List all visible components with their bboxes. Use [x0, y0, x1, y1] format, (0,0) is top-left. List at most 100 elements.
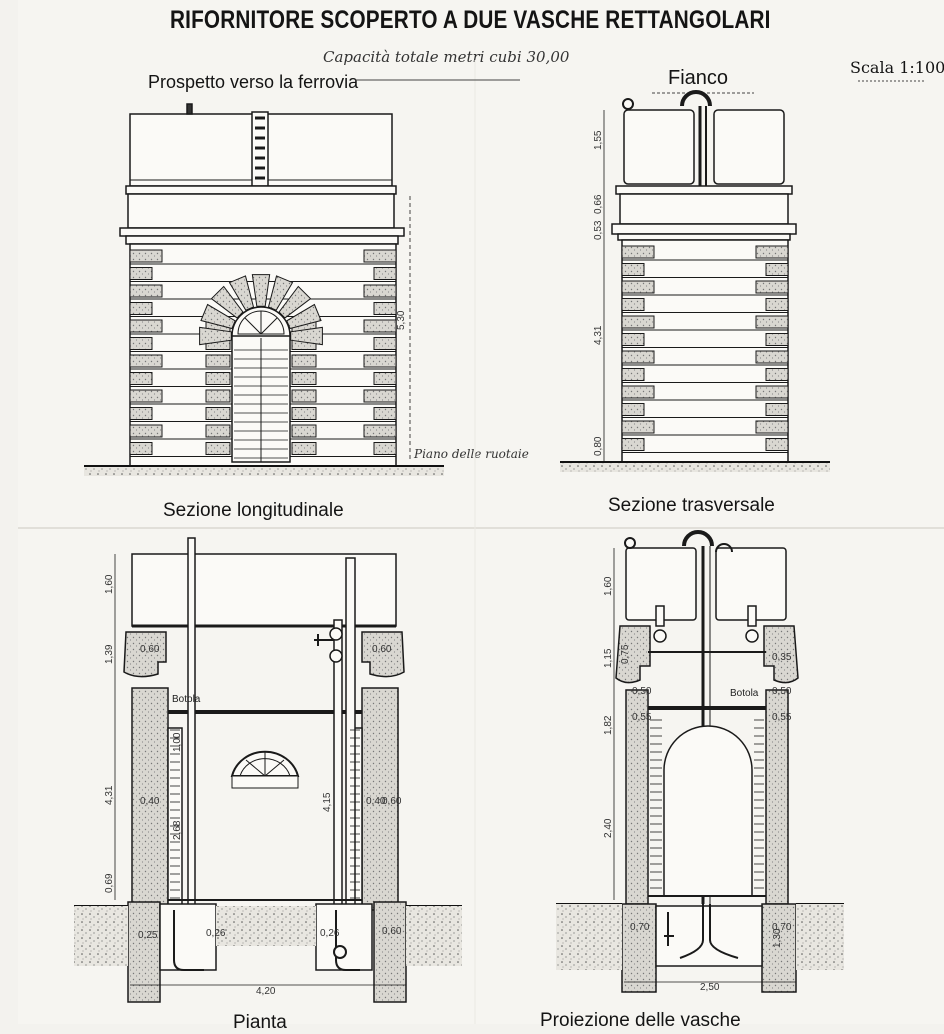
quoin-stone-left [621, 403, 645, 416]
quoin-stone-right [755, 245, 789, 259]
label-prospetto: Prospetto verso la ferrovia [148, 72, 359, 92]
quoin-stone-right [373, 442, 397, 455]
dim-long-inner: 2,68 [172, 820, 183, 840]
label-botola-trasv: Botola [730, 688, 759, 699]
quoin-stone-right [373, 407, 397, 420]
quoin-stone-right [363, 354, 397, 368]
label-sezione-longitudinale: Sezione longitudinale [163, 500, 344, 521]
quoin-stone-right [363, 424, 397, 438]
quoin-stone-right [755, 350, 789, 364]
dim-long-inner: 4,15 [322, 792, 333, 812]
dim-long-left: 1,39 [104, 644, 115, 664]
quoin-stone-right [363, 284, 397, 298]
dim-trasv-inner: 0,75 [620, 644, 631, 664]
dim-long-inner: 0,40 [366, 796, 386, 807]
dim-long-inner: 0,60 [382, 796, 402, 807]
dim-fianco: 1,55 [593, 130, 604, 150]
dim-prospetto-height: 5,30 [396, 310, 407, 330]
quoin-stone-right [373, 267, 397, 280]
quoin-stone-left [621, 420, 655, 434]
quoin-stone-left [129, 354, 163, 368]
quoin-stone-left [621, 385, 655, 399]
quoin-stone-left [621, 280, 655, 294]
quoin-stone-right [765, 368, 789, 381]
dim-long-inner: 1,00 [172, 732, 183, 752]
quoin-stone-right [755, 315, 789, 329]
quoin-stone-right [755, 280, 789, 294]
dim-trasv-left: 1,60 [603, 576, 614, 596]
quoin-stone-left [129, 249, 163, 263]
quoin-stone-left [621, 298, 645, 311]
dim-trasv-inner: 0,55 [632, 712, 652, 723]
dim-trasv-inner: 0,70 [772, 922, 792, 933]
dim-fianco: 4,31 [593, 325, 604, 345]
jamb-stone-right [291, 354, 317, 368]
dim-long-inner: 0,60 [140, 644, 160, 655]
ground-line-top-right [560, 461, 830, 472]
dim-trasv-left: 1,15 [603, 648, 614, 668]
quoin-stone-left [129, 407, 153, 420]
quoin-stone-left [129, 372, 153, 385]
quoin-stone-left [129, 424, 163, 438]
dim-long-left: 4,31 [104, 785, 115, 805]
quoin-stone-left [129, 302, 153, 315]
drawing-title: RIFORNITORE SCOPERTO A DUE VASCHE RETTAN… [170, 6, 771, 34]
quoin-stone-left [621, 350, 655, 364]
dim-fianco: 0,80 [593, 436, 604, 456]
dim-long-inner: 0,26 [206, 928, 226, 939]
dim-long-left: 1,60 [104, 574, 115, 594]
quoin-stone-right [755, 385, 789, 399]
dim-trasv-inner: 1,30 [772, 928, 783, 948]
dim-long-inner: 0,60 [372, 644, 392, 655]
quoin-stone-left [129, 442, 153, 455]
quoin-stone-right [765, 263, 789, 276]
quoin-stone-left [129, 337, 153, 350]
jamb-stone-right [291, 407, 317, 420]
quoin-stone-left [621, 438, 645, 451]
dim-long-inner: 0,26 [320, 928, 340, 939]
quoin-stone-left [621, 333, 645, 346]
quoin-stone-left [129, 284, 163, 298]
quoin-stone-left [129, 267, 153, 280]
dim-fianco: 0,53 [593, 220, 604, 240]
quoin-stone-left [621, 263, 645, 276]
prospetto-elevation: 5,30 [119, 103, 411, 467]
quoin-stone-right [373, 337, 397, 350]
jamb-stone-left [205, 424, 231, 438]
scale-label: Scala 1:100 [850, 58, 944, 77]
label-piano-ruotaie: Piano delle ruotaie [414, 447, 529, 461]
quoin-stone-right [765, 333, 789, 346]
sezione-trasversale [613, 530, 799, 993]
jamb-stone-right [291, 372, 317, 385]
quoin-stone-right [363, 249, 397, 263]
dim-trasv-inner: 0,50 [632, 686, 652, 697]
dim-trasv-inner: 0,35 [772, 652, 792, 663]
label-sezione-trasversale: Sezione trasversale [608, 495, 775, 516]
quoin-stone-right [765, 438, 789, 451]
dim-long-inner: 0,25 [138, 930, 158, 941]
label-fianco: Fianco [668, 67, 729, 89]
ground-line-top-left [84, 465, 444, 476]
dim-long-inner: 0,40 [140, 796, 160, 807]
dim-fianco: 0,66 [593, 194, 604, 214]
quoin-stone-right [363, 319, 397, 333]
jamb-stone-left [205, 407, 231, 420]
dim-trasv-left: 1,82 [603, 715, 614, 735]
jamb-stone-right [291, 389, 317, 403]
jamb-stone-left [205, 442, 231, 455]
jamb-stone-left [205, 389, 231, 403]
fianco-elevation [603, 90, 797, 463]
dim-trasv-width: 2,50 [700, 982, 720, 993]
label-botola-long: Botola [172, 694, 201, 705]
quoin-stone-left [129, 319, 163, 333]
quoin-stone-left [621, 315, 655, 329]
quoin-stone-right [765, 298, 789, 311]
quoin-stone-right [765, 403, 789, 416]
dim-long-width: 4,20 [256, 986, 276, 997]
dim-trasv-inner: 0,50 [772, 686, 792, 697]
dim-long-left: 0,69 [104, 873, 115, 893]
jamb-stone-left [205, 372, 231, 385]
ground-line-bottom-right [556, 903, 844, 970]
dim-trasv-left: 2,40 [603, 818, 614, 838]
